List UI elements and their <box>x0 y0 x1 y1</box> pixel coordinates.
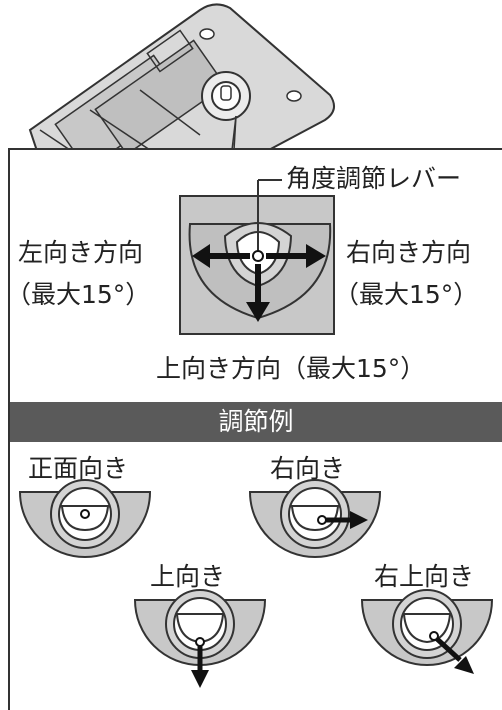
example-upper-right-label: 右上向き <box>374 562 475 591</box>
adjustment-diagram <box>179 179 335 335</box>
down-arrow-icon <box>191 670 209 688</box>
example-upper-right-figure <box>360 589 494 674</box>
left-direction-limit: （最大15°） <box>6 280 151 309</box>
up-direction-label: 上向き方向（最大15°） <box>156 354 426 383</box>
example-up-label: 上向き <box>150 562 226 591</box>
example-front-figure <box>18 479 152 558</box>
lever-label: 角度調節レバー <box>286 164 462 193</box>
section-title: 調節例 <box>10 402 502 442</box>
example-right-figure <box>248 479 382 558</box>
right-direction-label: 右向き方向 <box>346 238 472 267</box>
example-right-label: 右向き <box>270 454 346 483</box>
right-arrow-icon <box>306 244 326 268</box>
down-arrow-icon <box>246 302 270 322</box>
left-arrow-icon <box>192 244 210 268</box>
diagonal-arrow-icon <box>454 656 474 674</box>
right-arrow-icon <box>350 511 368 529</box>
example-front-label: 正面向き <box>28 454 129 483</box>
device-illustration <box>28 3 335 160</box>
example-up-figure <box>133 589 267 688</box>
left-direction-label: 左向き方向 <box>18 238 144 267</box>
right-direction-limit: （最大15°） <box>334 280 479 309</box>
